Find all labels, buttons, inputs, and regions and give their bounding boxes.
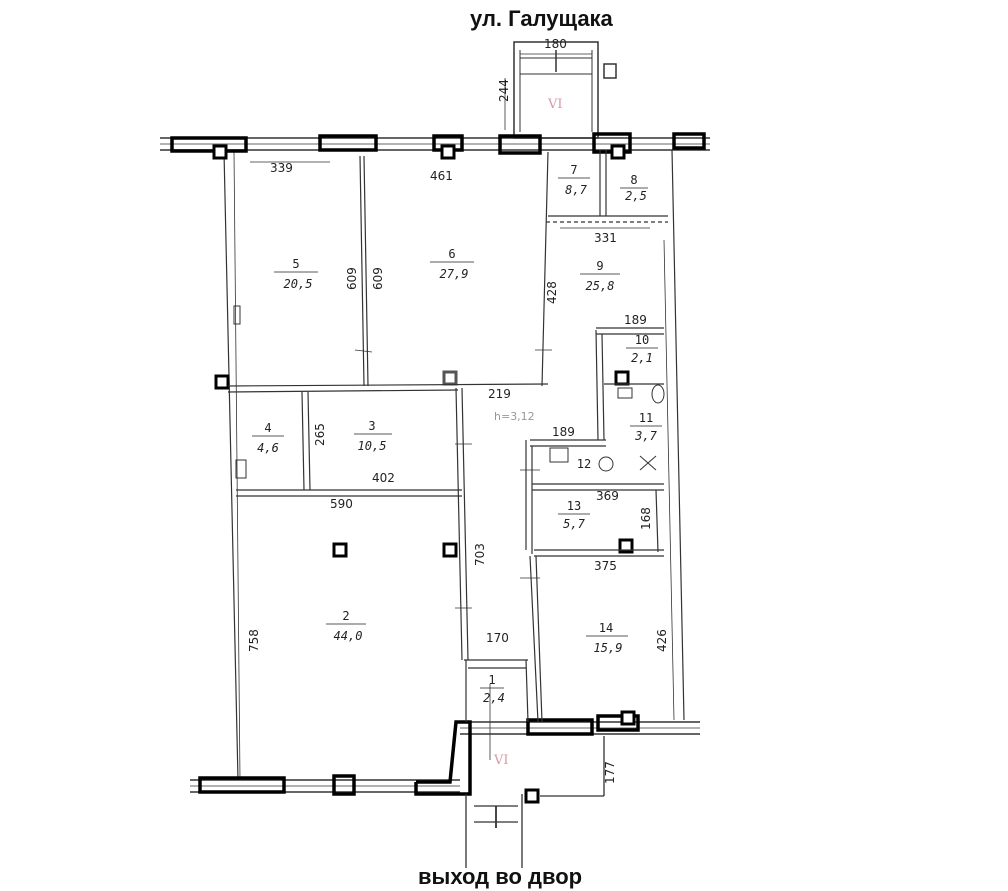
dim-758: 758 (247, 629, 261, 652)
wall-piers (170, 132, 706, 796)
room-number: 2 (342, 609, 349, 623)
marker-top: VI (547, 97, 563, 112)
room-area: 2,1 (631, 351, 653, 365)
room-number: 3 (368, 419, 375, 433)
dim-170: 170 (486, 631, 509, 645)
dim-609-right: 609 (371, 267, 385, 290)
room-number: 8 (630, 173, 637, 187)
top-entrance-stair (513, 41, 617, 139)
room-2: 2 44,0 (326, 609, 366, 643)
dim-219: 219 (488, 387, 511, 401)
room-8: 8 2,5 (620, 173, 648, 203)
room-1: 1 2,4 (480, 673, 505, 705)
room-area: 10,5 (358, 439, 387, 453)
room-5: 5 20,5 (274, 257, 318, 291)
columns (212, 144, 636, 804)
room-area: 20,5 (284, 277, 313, 291)
bottom-exit-stair (465, 736, 605, 868)
dim-375: 375 (594, 559, 617, 573)
dim-703: 703 (473, 543, 487, 566)
dim-189-top: 189 (624, 313, 647, 327)
dim-331: 331 (594, 231, 617, 245)
room-labels: 1 2,4 2 44,0 3 10,5 4 4,6 5 20,5 6 27,9 (252, 163, 662, 705)
outer-walls (160, 137, 710, 793)
interior-partitions (227, 150, 668, 723)
room-area: 15,9 (594, 641, 623, 655)
exit-label: выход во двор (418, 864, 583, 889)
room-12: 12 (577, 457, 591, 471)
room-number: 6 (448, 247, 455, 261)
room-area: 27,9 (440, 267, 469, 281)
room-area: 25,8 (586, 279, 615, 293)
room-4: 4 4,6 (252, 421, 284, 455)
room-number: 12 (577, 457, 591, 471)
dim-339: 339 (270, 161, 293, 175)
room-9: 9 25,8 (580, 259, 620, 293)
dim-369: 369 (596, 489, 619, 503)
street-name: ул. Галущака (470, 6, 613, 31)
room-number: 4 (264, 421, 271, 435)
dim-189-mid: 189 (552, 425, 575, 439)
room-area: 44,0 (334, 629, 363, 643)
dim-168: 168 (639, 507, 653, 530)
room-number: 13 (567, 499, 581, 513)
dimension-labels: 180 244 339 461 609 609 331 428 189 2 1 9 … (247, 37, 669, 784)
dim-402: 402 (372, 471, 395, 485)
room-number: 1 (488, 673, 495, 687)
room-area: 2,4 (483, 691, 505, 705)
dim-177: 177 (603, 761, 617, 784)
room-area: 2,5 (625, 189, 647, 203)
room-number: 5 (292, 257, 299, 271)
dim-265: 265 (313, 423, 327, 446)
marker-bottom: VI (493, 753, 509, 768)
room-14: 14 15,9 (586, 621, 628, 655)
dim-609-left: 609 (345, 267, 359, 290)
room-area: 3,7 (634, 429, 657, 443)
room-6: 6 27,9 (430, 247, 474, 281)
ceiling-height: h=3,12 (494, 410, 535, 423)
room-3: 3 10,5 (354, 419, 392, 453)
dim-426: 426 (655, 629, 669, 652)
room-number: 9 (596, 259, 603, 273)
dim-428: 428 (545, 281, 559, 304)
room-area: 5,7 (563, 517, 585, 531)
room-11: 11 3,7 (630, 411, 662, 443)
room-number: 10 (635, 333, 649, 347)
room-number: 11 (639, 411, 653, 425)
dim-590: 590 (330, 497, 353, 511)
room-number: 7 (570, 163, 577, 177)
fixtures (233, 305, 665, 479)
dim-244: 244 (497, 79, 511, 102)
room-10: 10 2,1 (626, 333, 658, 365)
room-area: 8,7 (565, 183, 587, 197)
dimension-ticks (250, 53, 650, 760)
room-13: 13 5,7 (558, 499, 590, 531)
dim-461: 461 (430, 169, 453, 183)
dim-180: 180 (544, 37, 567, 51)
room-number: 14 (599, 621, 613, 635)
room-7: 7 8,7 (558, 163, 590, 197)
room-area: 4,6 (257, 441, 279, 455)
